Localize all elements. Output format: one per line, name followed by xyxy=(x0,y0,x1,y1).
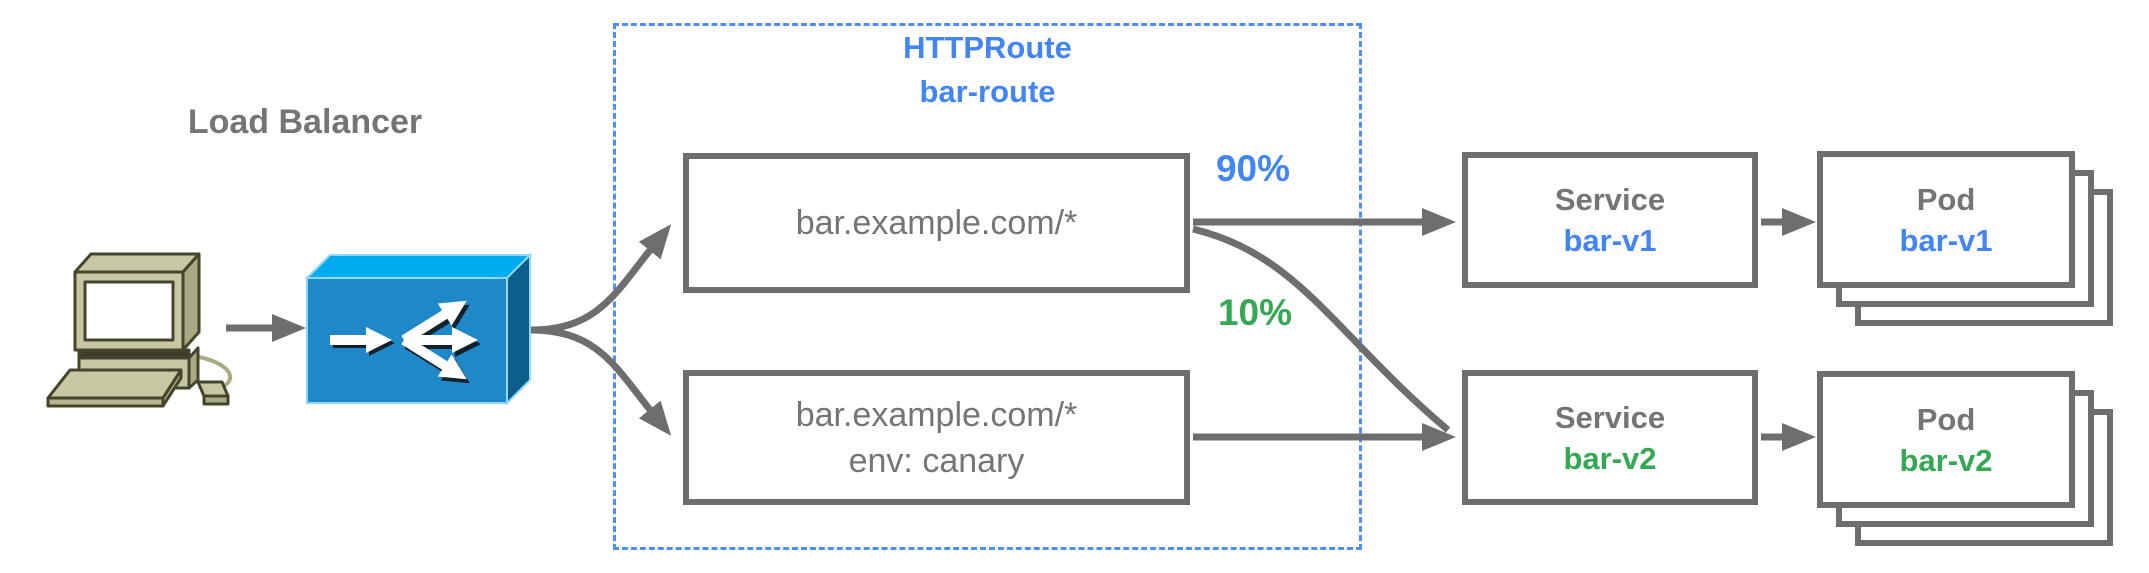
service-2-kind-label: Service xyxy=(1554,399,1666,435)
weight-10-label: 10% xyxy=(1217,292,1293,333)
service-bar-v2-box: Service bar-v2 xyxy=(1462,370,1758,505)
curve-route1-to-service2 xyxy=(1192,225,1451,433)
route-rule-2-match: bar.example.com/* xyxy=(795,395,1078,434)
route-rule-2-header-match: env: canary xyxy=(848,441,1025,480)
httproute-group-title: HTTPRoute bar-route xyxy=(613,26,1362,114)
load-balancer-label: Load Balancer xyxy=(187,103,423,141)
arrow-lb-to-route1 xyxy=(530,224,672,334)
pod-2-name-label: bar-v2 xyxy=(1899,442,1993,478)
route-rule-1-box: bar.example.com/* xyxy=(683,153,1190,293)
pod-bar-v2-stack: Pod bar-v2 xyxy=(1817,371,2119,552)
service-1-kind-label: Service xyxy=(1554,182,1666,217)
pod-1-kind-label: Pod xyxy=(1916,181,1976,217)
arrow-lb-to-route2 xyxy=(530,326,672,436)
weight-90-label: 90% xyxy=(1215,148,1291,189)
service-2-name-label: bar-v2 xyxy=(1563,440,1657,476)
client-computer-icon xyxy=(46,252,233,408)
pod-bar-v2-box: Pod bar-v2 xyxy=(1817,371,2075,508)
load-balancer-icon xyxy=(304,252,533,406)
pod-1-name-label: bar-v1 xyxy=(1899,222,1993,258)
pod-2-kind-label: Pod xyxy=(1916,401,1976,437)
route-rule-1-match: bar.example.com/* xyxy=(795,204,1078,242)
service-1-name-label: bar-v1 xyxy=(1563,223,1657,258)
service-bar-v1-box: Service bar-v1 xyxy=(1462,152,1758,288)
httproute-kind-label: HTTPRoute xyxy=(903,30,1072,65)
httproute-group-boundary xyxy=(613,23,1362,550)
pod-bar-v1-box: Pod bar-v1 xyxy=(1817,151,2075,288)
pod-bar-v1-stack: Pod bar-v1 xyxy=(1817,151,2119,332)
httproute-name-label: bar-route xyxy=(919,74,1056,109)
lb-split-arrows-icon xyxy=(330,300,481,384)
route-rule-2-box: bar.example.com/* env: canary xyxy=(683,370,1190,505)
